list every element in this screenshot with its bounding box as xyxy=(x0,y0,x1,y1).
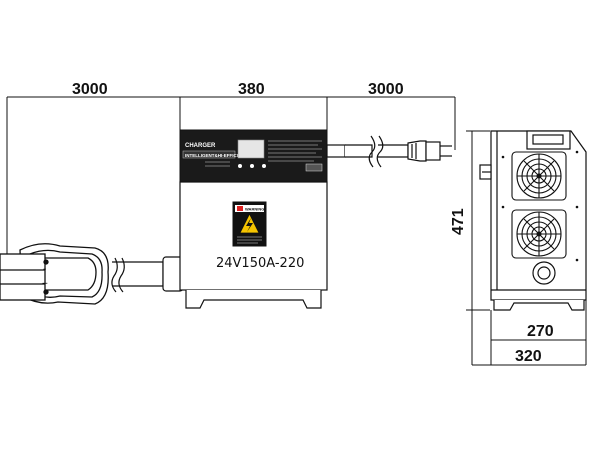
cable-gland xyxy=(532,261,556,285)
dimension-left-cable: 3000 xyxy=(72,81,108,98)
warning-text: WARNING xyxy=(245,207,264,212)
side-view-dots xyxy=(501,150,579,262)
connector-minus-label: - xyxy=(43,264,46,275)
ac-plug xyxy=(407,140,452,162)
right-cable xyxy=(326,144,409,158)
top-dimension-lines xyxy=(6,96,456,255)
left-cable xyxy=(111,256,184,293)
model-label: 24V150A-220 xyxy=(216,256,304,271)
status-led-icon xyxy=(238,164,266,168)
tagline-box xyxy=(182,150,236,159)
dimension-depth-outer: 320 xyxy=(515,348,542,365)
dimension-depth-inner: 270 xyxy=(527,323,554,340)
brand-text: CHARGER xyxy=(185,143,216,149)
warning-fine-print xyxy=(237,236,262,244)
cable-break-icon xyxy=(368,135,384,168)
display-screen xyxy=(237,139,265,159)
connector-plus-label: + xyxy=(42,279,48,290)
dimension-body-width: 380 xyxy=(238,81,265,98)
panel-info-lines xyxy=(205,140,322,167)
charger-body-front xyxy=(179,129,328,309)
tagline-text: INTELLIGENT&HI-EFFICIENCY xyxy=(185,153,251,158)
side-dimension-lines xyxy=(466,130,587,366)
battery-connector xyxy=(0,243,109,305)
dimension-height: 471 xyxy=(450,208,467,235)
dimension-right-cable: 3000 xyxy=(368,81,404,98)
warning-hazard-icon xyxy=(239,213,260,234)
fan-grille-icon-lower xyxy=(511,209,567,259)
panel-logo-box xyxy=(305,163,323,172)
fan-grille-icon xyxy=(511,151,567,201)
